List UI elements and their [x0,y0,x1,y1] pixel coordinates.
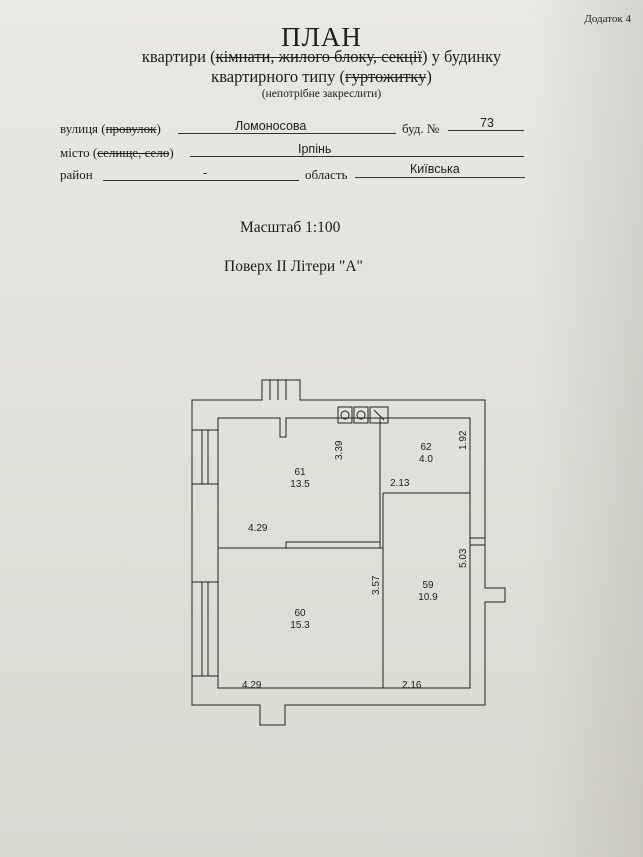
region-label: область [305,167,348,182]
city-underline [190,156,524,157]
subtitle-line-2: квартирного типу (гуртожитку) [0,67,643,87]
dim-room62-height: 1.92 [458,430,469,450]
building-underline [448,130,524,131]
district-value: - [203,166,208,180]
subtitle-text: ) у будинку [422,47,502,66]
room-59-area: 10.9 [418,592,438,603]
strike-note: (непотрібне закреслити) [261,88,382,100]
addendum-label: Додаток 4 [584,13,631,25]
inner-wall [217,417,471,689]
scale-label: Масштаб 1:100 [240,219,341,236]
left-windows [192,429,218,677]
top-vent [269,380,287,400]
room-61-number: 61 [294,467,306,478]
partition-room61-bottom [218,541,380,549]
struck-text: гуртожитку [344,67,427,86]
dim-room61-height: 3.39 [334,440,345,460]
street-label: вулиця (провулок) [60,121,161,136]
subtitle-text: ) [426,67,432,86]
dim-room60-height: 3.57 [371,575,382,595]
floor-plan: 61 13.5 62 4.0 60 15.3 59 10.9 3.39 4.29… [191,379,506,726]
page-shadow [533,0,643,857]
building-label: буд. № [402,121,440,136]
dim-room62-width: 2.13 [390,478,410,489]
district-label: район [60,167,93,182]
street-underline [178,133,396,134]
region-underline [355,177,525,178]
city-value: Ірпінь [298,142,332,156]
subtitle-text: квартирного типу ( [211,67,345,86]
floor-label: Поверх II Літери "А" [224,258,363,275]
city-label: місто (селище, село) [60,145,174,160]
room-60-number: 60 [294,608,306,619]
dim-room60-width: 4.29 [242,680,262,691]
dim-room59-width: 2.16 [402,680,422,691]
room-62-number: 62 [420,442,432,453]
room-59-number: 59 [422,580,434,591]
dim-room61-width: 4.29 [248,523,268,534]
outer-wall [191,379,506,726]
street-value: Ломоносова [235,119,307,133]
subtitle-line-1: квартири (кімнати, жилого блоку, секції)… [0,47,643,67]
room-61-area: 13.5 [290,479,310,490]
building-value: 73 [480,116,494,130]
district-underline [103,180,299,181]
room-62-area: 4.0 [419,454,433,465]
struck-text: кімнати, жилого блоку, секції [215,47,423,66]
dim-room59-height: 5.03 [458,548,469,568]
room-60-area: 15.3 [290,620,310,631]
kitchen-appliances [337,406,389,424]
document-title: ПЛАН [281,22,362,52]
subtitle-text: квартири ( [141,47,216,66]
region-value: Київська [410,162,460,176]
